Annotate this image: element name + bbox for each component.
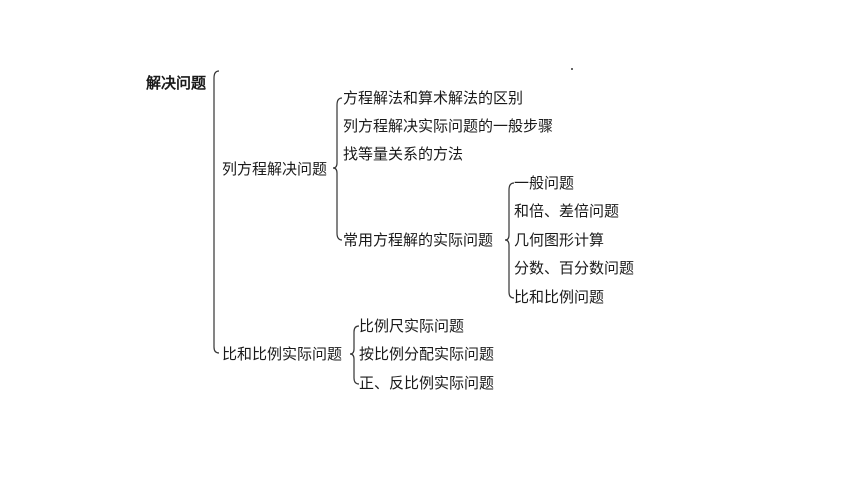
branch2-label: 比和比例实际问题	[222, 345, 343, 363]
root-bracket	[213, 70, 220, 354]
sub-bracket	[504, 182, 515, 299]
branch1-item: 找等量关系的方法	[343, 145, 464, 163]
sub-item: 一般问题	[514, 174, 575, 192]
branch1-item: 列方程解决实际问题的一般步骤	[343, 117, 554, 135]
branch2-item: 比例尺实际问题	[359, 317, 465, 335]
sub-item: 和倍、差倍问题	[514, 202, 620, 220]
branch2-item: 正、反比例实际问题	[359, 374, 495, 392]
sub-branch-label: 常用方程解的实际问题	[343, 231, 494, 249]
branch2-item: 按比例分配实际问题	[359, 345, 495, 363]
root-label: 解决问题	[146, 74, 207, 92]
branch1-bracket	[332, 97, 343, 241]
speck-mark	[571, 68, 573, 70]
branch2-bracket	[349, 325, 360, 385]
sub-item: 比和比例问题	[514, 288, 605, 306]
sub-item: 几何图形计算	[514, 231, 605, 249]
branch1-label: 列方程解决问题	[222, 160, 328, 178]
branch1-item: 方程解法和算术解法的区别	[343, 89, 524, 107]
sub-item: 分数、百分数问题	[514, 259, 635, 277]
